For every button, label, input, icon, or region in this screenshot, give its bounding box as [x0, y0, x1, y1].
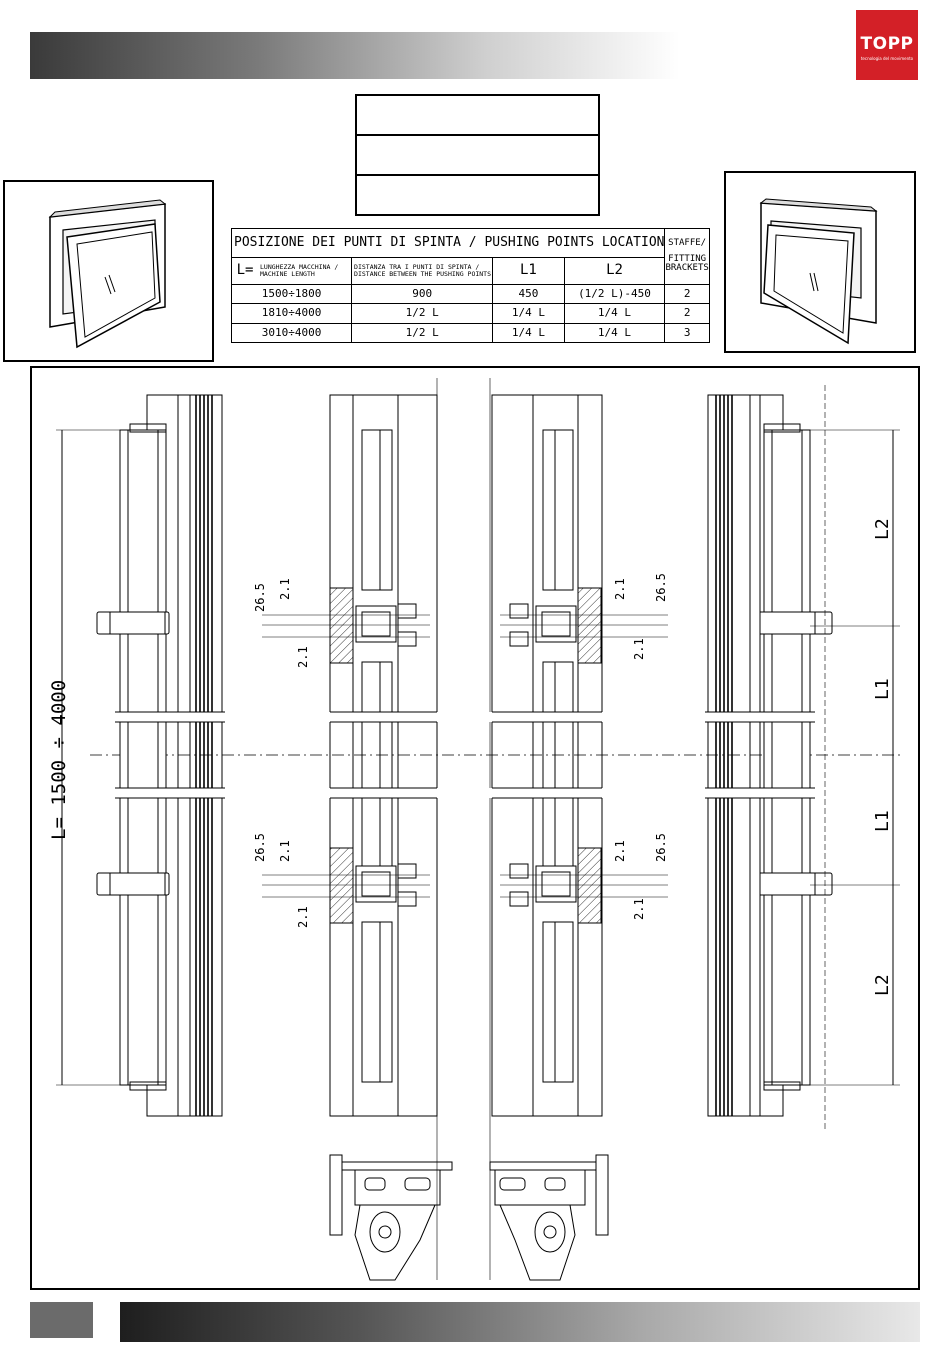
- header-gradient-bar: [30, 32, 680, 79]
- row-2-distance: 1/2 L: [351, 303, 494, 324]
- row-3-distance: 1/2 L: [351, 322, 494, 344]
- technical-drawing-frame: [30, 366, 920, 1290]
- row-2-l1: 1/4 L: [492, 303, 565, 324]
- table-row: 3010÷4000 1/2 L 1/4 L 1/4 L 3: [230, 322, 710, 344]
- row-3-l1: 1/4 L: [492, 322, 565, 344]
- row-2-staffe: 2: [664, 303, 710, 324]
- row-3-l2: 1/4 L: [563, 322, 666, 344]
- table-row: 1500÷1800 900 450 (1/2 L)-450 2: [230, 283, 710, 305]
- row-3-staffe: 3: [664, 322, 710, 344]
- row-1-l1: 450: [492, 283, 565, 305]
- window-right-icon: [759, 198, 878, 345]
- window-illustration-right: [724, 171, 916, 353]
- pushing-points-table: POSIZIONE DEI PUNTI DI SPINTA / PUSHING …: [230, 228, 710, 344]
- row-2-l2: 1/4 L: [563, 303, 666, 324]
- row-1-l2: (1/2 L)-450: [563, 283, 666, 305]
- col-l2-header: L2: [563, 257, 666, 285]
- table-row: 1810÷4000 1/2 L 1/4 L 1/4 L 2: [230, 303, 710, 324]
- table-title: POSIZIONE DEI PUNTI DI SPINTA / PUSHING …: [230, 228, 666, 258]
- col-length-text: LUNGHEZZA MACCHINA / MACHINE LENGTH: [260, 262, 339, 278]
- row-2-length: 1810÷4000: [230, 303, 353, 324]
- title-row-1: [357, 96, 598, 136]
- window-illustration-left: [3, 180, 214, 362]
- window-left-icon: [48, 199, 167, 349]
- staffe-label: STAFFE/: [668, 237, 707, 248]
- row-3-length: 3010÷4000: [230, 322, 353, 344]
- footer-gradient-bar: [120, 1302, 920, 1342]
- row-1-staffe: 2: [664, 283, 710, 305]
- title-row-2: [357, 136, 598, 176]
- col-l1-header: L1: [492, 257, 565, 285]
- logo-subtitle: tecnologia del movimento: [860, 56, 914, 61]
- staffe-header: STAFFE/ FITTING BRACKETS: [664, 228, 710, 285]
- title-row-3: [357, 176, 598, 216]
- col-length-header: L= LUNGHEZZA MACCHINA / MACHINE LENGTH: [230, 257, 353, 285]
- fitting-label: FITTING BRACKETS: [665, 253, 709, 274]
- col-distance-header: DISTANZA TRA I PUNTI DI SPINTA / DISTANC…: [351, 257, 494, 285]
- brand-logo: TOPP tecnologia del movimento: [856, 10, 918, 80]
- row-1-distance: 900: [351, 283, 494, 305]
- logo-text: TOPP: [860, 34, 914, 54]
- row-1-length: 1500÷1800: [230, 283, 353, 305]
- l-equals: L=: [236, 262, 254, 279]
- title-block: [355, 94, 600, 216]
- page-number-block: [30, 1302, 93, 1338]
